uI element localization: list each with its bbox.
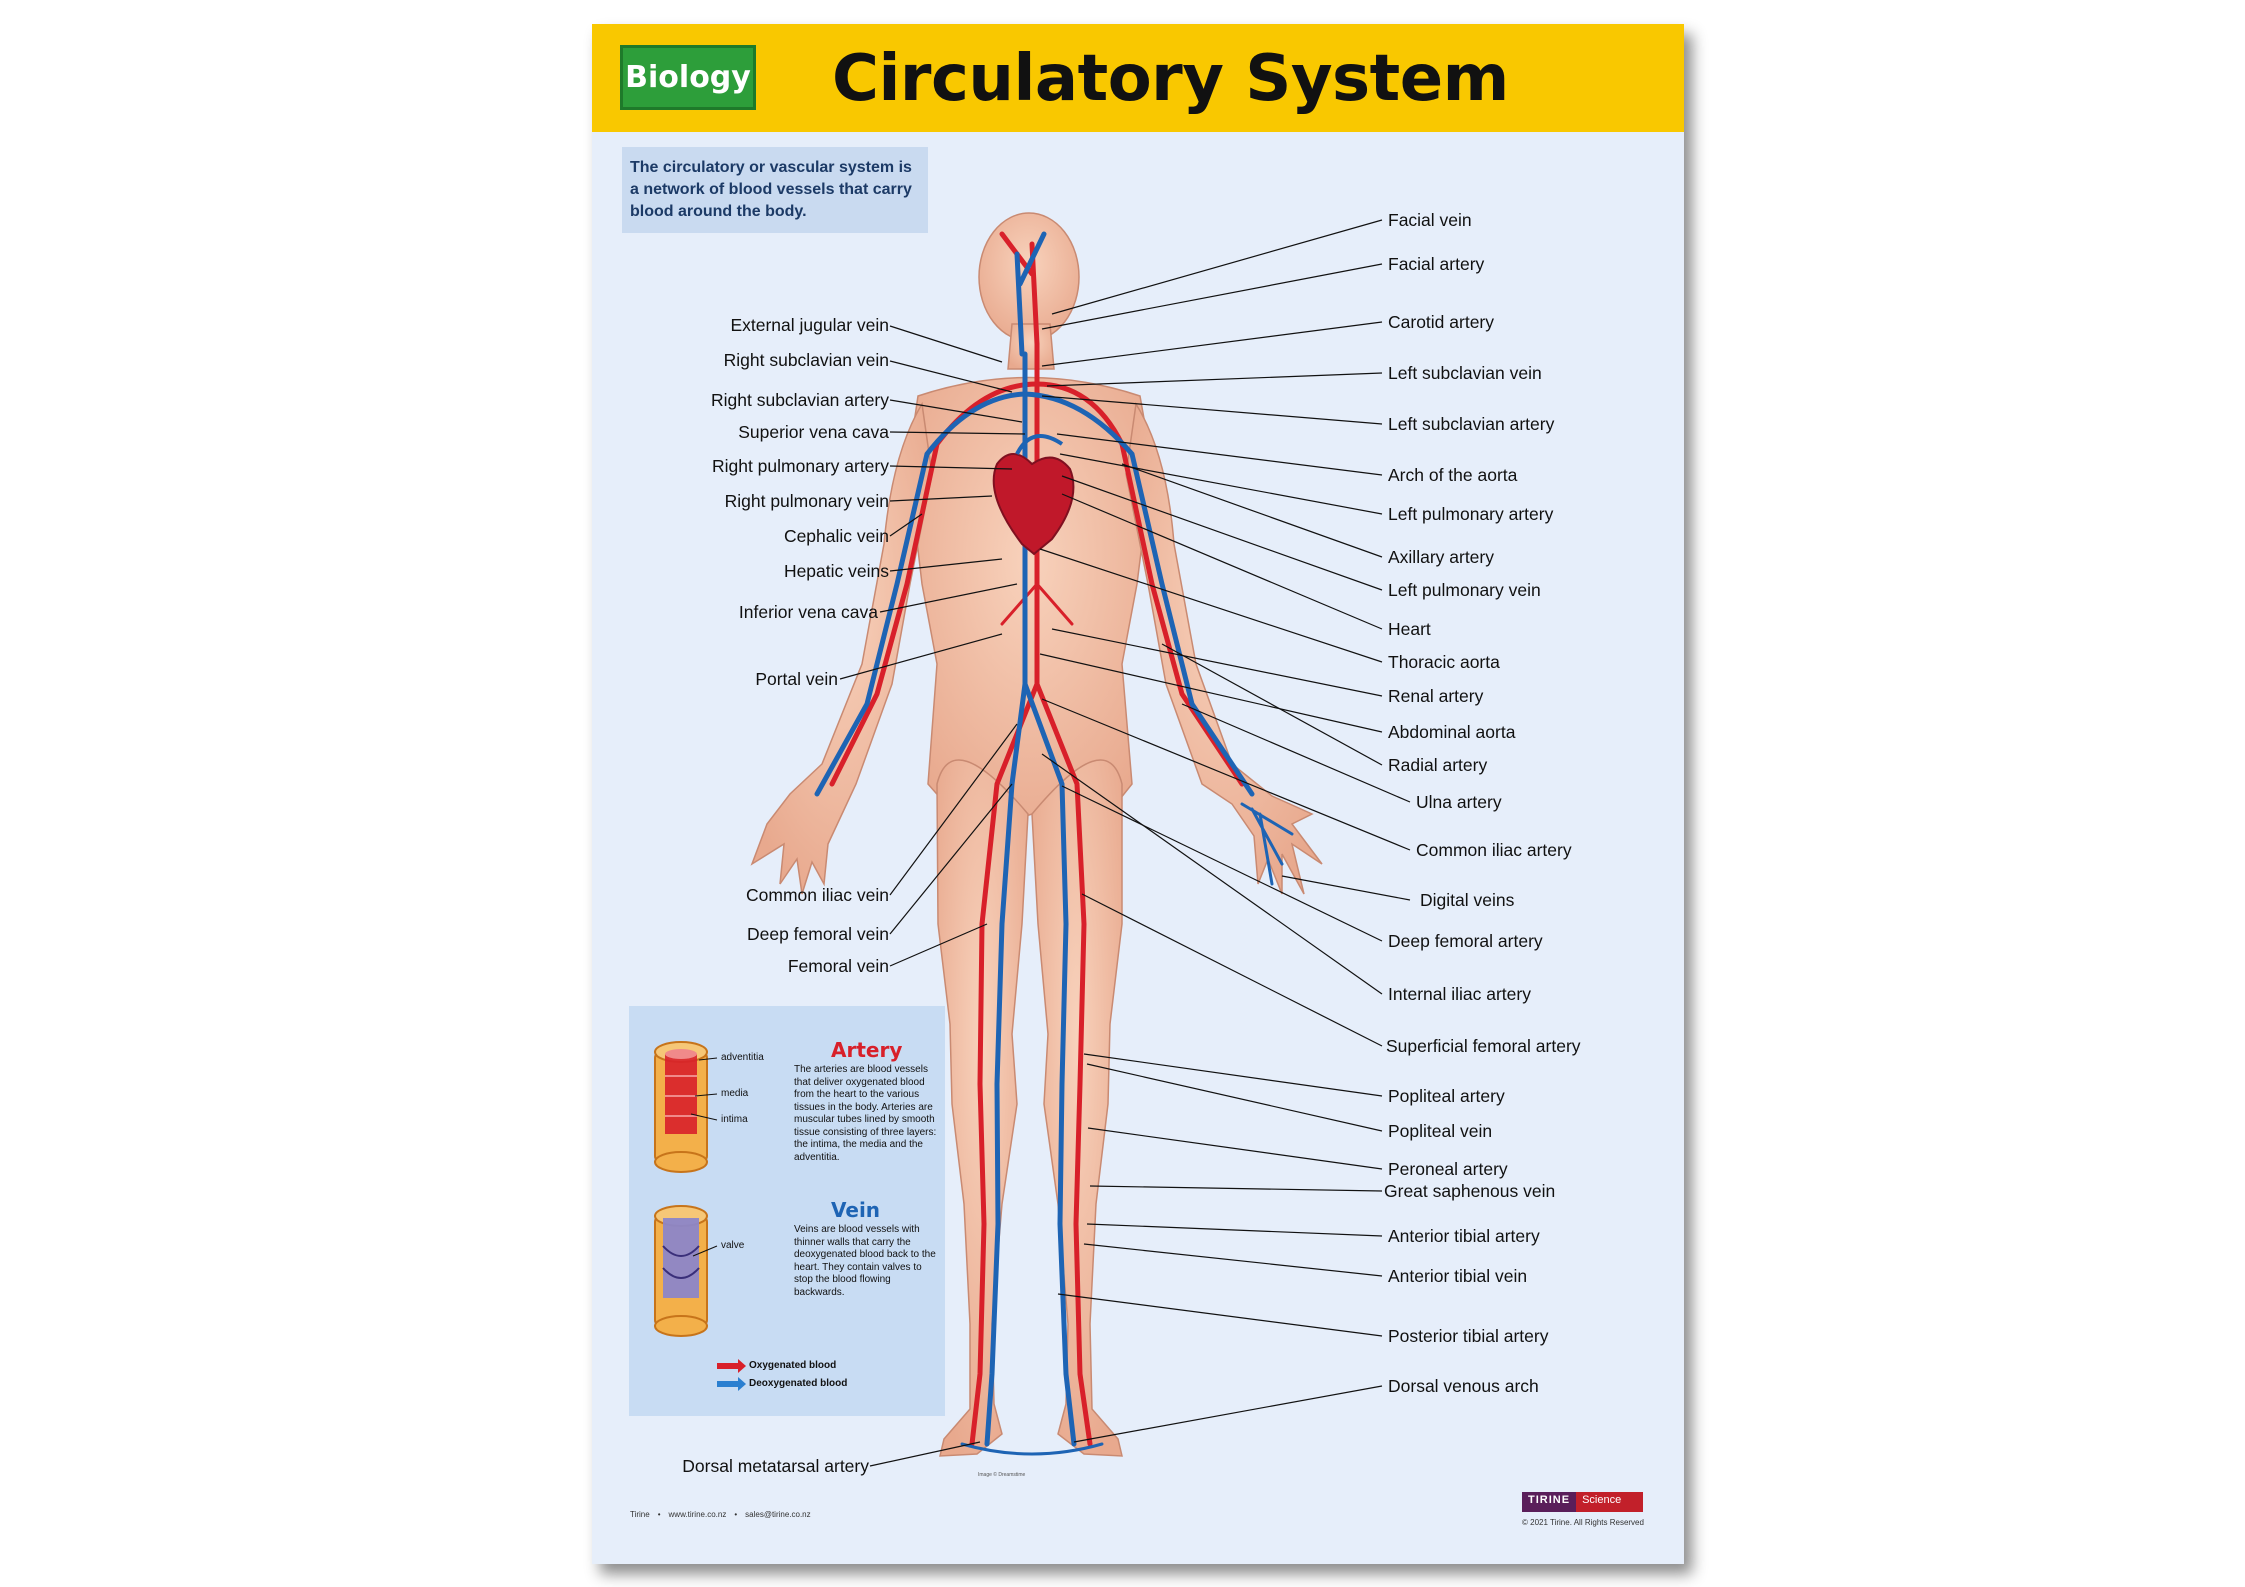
label-deep-femoral-vein: Deep femoral vein xyxy=(746,924,889,944)
label-anterior-tibial-artery: Anterior tibial artery xyxy=(1388,1226,1540,1246)
label-thoracic-aorta: Thoracic aorta xyxy=(1388,652,1500,672)
label-radial-artery: Radial artery xyxy=(1388,755,1488,775)
label-left-subclavian-artery: Left subclavian artery xyxy=(1388,414,1555,434)
label-femoral-vein: Femoral vein xyxy=(787,956,889,976)
key-oxygenated: Oxygenated blood xyxy=(717,1358,837,1373)
poster: Biology Circulatory System The circulato… xyxy=(592,24,1684,1564)
subject-badge: Biology xyxy=(620,45,756,110)
header-banner: Biology Circulatory System xyxy=(592,24,1684,132)
label-superior-vena-cava: Superior vena cava xyxy=(738,422,889,442)
label-internal-iliac-artery: Internal iliac artery xyxy=(1388,984,1531,1004)
label-popliteal-artery: Popliteal artery xyxy=(1388,1086,1505,1106)
copyright: © 2021 Tirine. All Rights Reserved xyxy=(1522,1518,1644,1527)
poster-title: Circulatory System xyxy=(832,42,1509,116)
heart xyxy=(992,434,1075,556)
label-heart: Heart xyxy=(1388,619,1431,639)
artery-description: The arteries are blood vessels that deli… xyxy=(794,1064,937,1163)
footer-website[interactable]: www.tirine.co.nz xyxy=(668,1510,727,1519)
label-digital-veins: Digital veins xyxy=(1420,890,1515,910)
label-axillary-artery: Axillary artery xyxy=(1388,547,1494,567)
label-posterior-tibial-artery: Posterior tibial artery xyxy=(1388,1326,1549,1346)
bullet-icon: • xyxy=(657,1510,661,1519)
vessel-cross-sections xyxy=(654,1041,718,1337)
label-left-pulmonary-vein: Left pulmonary vein xyxy=(1388,580,1541,600)
footer-contact: Tirine • www.tirine.co.nz • sales@tirine… xyxy=(630,1510,811,1519)
label-common-iliac-artery: Common iliac artery xyxy=(1416,840,1572,860)
label-media: media xyxy=(721,1088,749,1099)
footer-email[interactable]: sales@tirine.co.nz xyxy=(745,1510,811,1519)
label-anterior-tibial-vein: Anterior tibial vein xyxy=(1388,1266,1528,1286)
artery-title: Artery xyxy=(831,1038,903,1062)
label-great-saphenous-vein: Great saphenous vein xyxy=(1384,1181,1556,1201)
label-inferior-vena-cava: Inferior vena cava xyxy=(738,602,878,622)
vein-title: Vein xyxy=(831,1198,881,1222)
label-portal-vein: Portal vein xyxy=(755,669,838,689)
label-adventitia: adventitia xyxy=(721,1052,764,1063)
blue-arrow-icon xyxy=(717,1376,746,1391)
label-right-subclavian-vein: Right subclavian vein xyxy=(723,350,889,370)
label-external-jugular-vein: External jugular vein xyxy=(730,315,889,335)
label-right-subclavian-artery: Right subclavian artery xyxy=(711,390,889,410)
label-carotid-artery: Carotid artery xyxy=(1388,312,1495,332)
label-facial-artery: Facial artery xyxy=(1388,254,1485,274)
label-valve: valve xyxy=(721,1240,745,1251)
key-oxygenated-label: Oxygenated blood xyxy=(749,1360,837,1371)
label-popliteal-vein: Popliteal vein xyxy=(1388,1121,1493,1141)
logo-name: TIRINE xyxy=(1522,1492,1577,1512)
label-superficial-femoral-artery: Superficial femoral artery xyxy=(1386,1036,1581,1056)
image-credit: Image © Dreamstime xyxy=(978,1472,1026,1478)
key-deoxygenated: Deoxygenated blood xyxy=(717,1376,848,1391)
logo-subject: Science xyxy=(1576,1492,1644,1512)
label-left-subclavian-vein: Left subclavian vein xyxy=(1388,363,1542,383)
label-ulna-artery: Ulna artery xyxy=(1416,792,1502,812)
label-facial-vein: Facial vein xyxy=(1388,210,1472,230)
red-arrow-icon xyxy=(717,1358,746,1373)
label-intima: intima xyxy=(721,1114,748,1125)
label-renal-artery: Renal artery xyxy=(1388,686,1484,706)
label-left-pulmonary-artery: Left pulmonary artery xyxy=(1388,504,1554,524)
label-peroneal-artery: Peroneal artery xyxy=(1388,1159,1508,1179)
label-common-iliac-vein: Common iliac vein xyxy=(746,885,889,905)
label-right-pulmonary-vein: Right pulmonary vein xyxy=(724,491,889,511)
leader-lines xyxy=(839,219,1411,1467)
intro-text: The circulatory or vascular system is a … xyxy=(622,147,928,233)
label-abdominal-aorta: Abdominal aorta xyxy=(1388,722,1516,742)
vessel-legend-panel: adventitia media intima valve Artery The… xyxy=(629,1006,945,1416)
artery-cross-section xyxy=(654,1041,718,1173)
vein-description: Veins are blood vessels with thinner wal… xyxy=(794,1224,936,1298)
label-cephalic-vein: Cephalic vein xyxy=(783,526,889,546)
footer-brand: Tirine xyxy=(630,1510,650,1519)
brand-logo: TIRINE Science xyxy=(1522,1492,1644,1512)
label-hepatic-veins: Hepatic veins xyxy=(783,561,889,581)
body-illustration xyxy=(750,212,1411,1467)
vein-cross-section xyxy=(654,1205,718,1337)
label-arch-of-the-aorta: Arch of the aorta xyxy=(1388,465,1518,485)
key-deoxygenated-label: Deoxygenated blood xyxy=(749,1378,848,1389)
label-dorsal-metatarsal-artery: Dorsal metatarsal artery xyxy=(682,1456,869,1476)
label-right-pulmonary-artery: Right pulmonary artery xyxy=(711,456,889,476)
bullet-icon: • xyxy=(734,1510,738,1519)
label-deep-femoral-artery: Deep femoral artery xyxy=(1388,931,1543,951)
label-dorsal-venous-arch: Dorsal venous arch xyxy=(1388,1376,1539,1396)
